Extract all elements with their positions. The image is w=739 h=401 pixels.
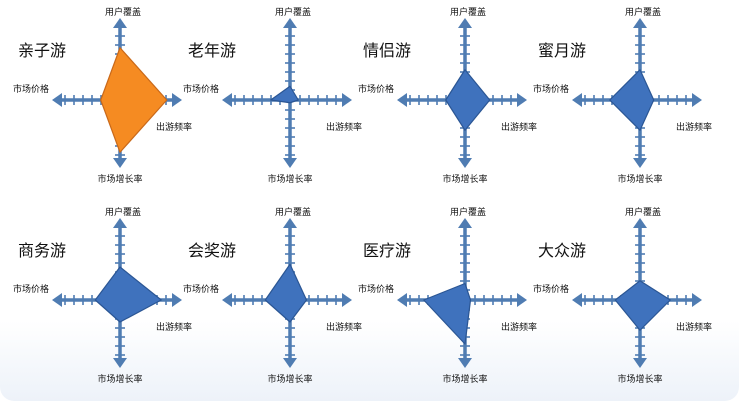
axis-label-left: 市场价格: [183, 283, 219, 295]
arrow-down-icon: [283, 358, 297, 368]
axis-label-right: 出游频率: [156, 121, 192, 133]
radar-shape: [614, 280, 671, 331]
chart-title: 亲子游: [18, 41, 66, 60]
axis-label-left: 市场价格: [533, 83, 569, 95]
arrow-right-icon: [692, 93, 702, 107]
axis-label-top: 用户覆盖: [450, 206, 486, 218]
arrow-up-icon: [283, 218, 297, 228]
arrow-left-icon: [397, 293, 407, 307]
axis-label-right: 出游频率: [676, 121, 712, 133]
arrow-down-icon: [633, 358, 647, 368]
arrow-up-icon: [633, 18, 647, 28]
arrow-left-icon: [52, 293, 62, 307]
axis-label-top: 用户覆盖: [105, 206, 141, 218]
axis-label-bottom: 市场增长率: [442, 173, 487, 185]
arrow-right-icon: [342, 293, 352, 307]
axis-label-right: 出游频率: [676, 321, 712, 333]
axis-label-top: 用户覆盖: [275, 6, 311, 18]
arrow-left-icon: [52, 93, 62, 107]
arrow-right-icon: [517, 93, 527, 107]
axis-label-bottom: 市场增长率: [617, 173, 662, 185]
axis-label-bottom: 市场增长率: [442, 373, 487, 385]
axis-label-top: 用户覆盖: [105, 6, 141, 18]
radar-shape: [94, 266, 162, 323]
chart-title: 商务游: [18, 241, 66, 260]
radar-shape: [609, 69, 655, 131]
chart-title: 蜜月游: [538, 41, 586, 60]
chart-title: 大众游: [538, 241, 586, 260]
axis-label-right: 出游频率: [326, 121, 362, 133]
axis-label-bottom: 市场增长率: [97, 373, 142, 385]
arrow-right-icon: [342, 93, 352, 107]
arrow-left-icon: [572, 93, 582, 107]
axis-label-bottom: 市场增长率: [267, 173, 312, 185]
arrow-left-icon: [572, 293, 582, 307]
axis-label-left: 市场价格: [533, 283, 569, 295]
radar-shape: [445, 69, 491, 131]
axis-label-left: 市场价格: [13, 283, 49, 295]
chart-title: 老年游: [188, 41, 236, 60]
radar-shape: [423, 282, 472, 345]
arrow-right-icon: [172, 293, 182, 307]
radar-shape: [264, 263, 308, 323]
axis-label-right: 出游频率: [501, 321, 537, 333]
axis-label-left: 市场价格: [13, 83, 49, 95]
arrow-down-icon: [458, 358, 472, 368]
arrow-right-icon: [692, 293, 702, 307]
chart-title: 情侣游: [363, 41, 411, 60]
radar-shape: [270, 85, 299, 104]
arrow-down-icon: [113, 358, 127, 368]
arrow-up-icon: [458, 218, 472, 228]
arrow-down-icon: [113, 158, 127, 168]
chart-title: 医疗游: [363, 241, 411, 260]
axis-label-left: 市场价格: [358, 283, 394, 295]
radar-shape: [100, 47, 168, 153]
arrow-up-icon: [633, 218, 647, 228]
axis-label-right: 出游频率: [156, 321, 192, 333]
arrow-right-icon: [172, 93, 182, 107]
arrow-up-icon: [113, 218, 127, 228]
axis-label-right: 出游频率: [501, 121, 537, 133]
axis-label-left: 市场价格: [183, 83, 219, 95]
axis-label-top: 用户覆盖: [625, 6, 661, 18]
arrow-left-icon: [397, 93, 407, 107]
chart-title: 会奖游: [188, 241, 236, 260]
arrow-right-icon: [517, 293, 527, 307]
axis-label-bottom: 市场增长率: [97, 173, 142, 185]
arrow-down-icon: [633, 158, 647, 168]
arrow-up-icon: [458, 18, 472, 28]
axis-label-bottom: 市场增长率: [617, 373, 662, 385]
arrow-up-icon: [113, 18, 127, 28]
arrow-down-icon: [283, 158, 297, 168]
axis-label-left: 市场价格: [358, 83, 394, 95]
axis-label-top: 用户覆盖: [450, 6, 486, 18]
arrow-left-icon: [222, 293, 232, 307]
axis-label-top: 用户覆盖: [625, 206, 661, 218]
axis-label-right: 出游频率: [326, 321, 362, 333]
arrow-down-icon: [458, 158, 472, 168]
axis-label-bottom: 市场增长率: [267, 373, 312, 385]
arrow-left-icon: [222, 93, 232, 107]
arrow-up-icon: [283, 18, 297, 28]
axis-label-top: 用户覆盖: [275, 206, 311, 218]
